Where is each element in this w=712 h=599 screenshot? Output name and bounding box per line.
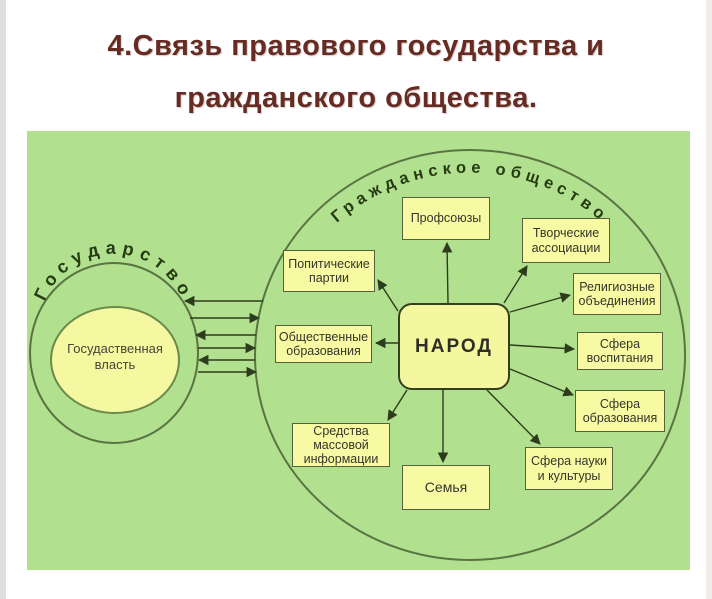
node-label: Сфера науки и культуры [530, 454, 608, 483]
node-box-sphere-science-culture: Сфера науки и культуры [525, 447, 613, 490]
node-box-political-parties: Попитические партии [283, 250, 375, 292]
page-title-line-2: гражданского общества. [174, 82, 538, 114]
arrow-to-mass-media [387, 389, 408, 421]
civil-society-ellipse [254, 149, 686, 561]
node-label: Попитические партии [288, 256, 370, 285]
node-label: Семья [424, 478, 468, 495]
photo-edge-right [706, 0, 712, 599]
node-label: Творческие ассоциации [531, 226, 601, 255]
node-box-public-formations: Общественные образования [275, 325, 372, 363]
node-box-religious-associations: Религиозные объединения [573, 273, 661, 315]
arrow-to-sphere-upbringing [509, 343, 576, 354]
node-box-mass-media: Средства массовой информации [292, 423, 390, 467]
node-label: Сфера образования [582, 396, 658, 425]
state-civil-arrows [183, 295, 263, 378]
arrow-to-creative-associations [503, 265, 528, 304]
arrow-to-religious-associations [509, 292, 572, 313]
node-box-creative-associations: Творческие ассоциации [522, 218, 610, 263]
arrow-to-sphere-science-culture [486, 389, 541, 445]
node-box-sphere-upbringing: Сфера воспитания [577, 332, 663, 370]
state-power-ellipse [50, 306, 180, 414]
photo-edge-left [0, 0, 6, 599]
arrow-to-political-parties [377, 279, 399, 312]
radial-arrows [374, 241, 576, 464]
page-title-line-1: 4.Связь правового государства и [107, 30, 605, 62]
node-label: Профсоюзы [410, 211, 482, 226]
node-label: Средства массовой информации [303, 423, 379, 467]
page-title: 4.Связь правового государства и гражданс… [0, 20, 712, 124]
node-box-family: Семья [402, 465, 490, 510]
arrow-to-sphere-education [509, 368, 574, 397]
node-box-trade-unions: Профсоюзы [402, 197, 490, 240]
diagram-panel: Государство Гражданское общество [27, 131, 690, 570]
arrow-to-trade-unions [441, 241, 453, 304]
node-label: Сфера воспитания [586, 336, 654, 365]
state-power-label: Госудаственная власть [67, 341, 163, 372]
node-label: Религиозные объединения [578, 279, 656, 308]
node-box-sphere-education: Сфера образования [575, 390, 665, 432]
narod-center-box: НАРОД [398, 303, 510, 390]
node-label: Общественные образования [278, 329, 369, 358]
